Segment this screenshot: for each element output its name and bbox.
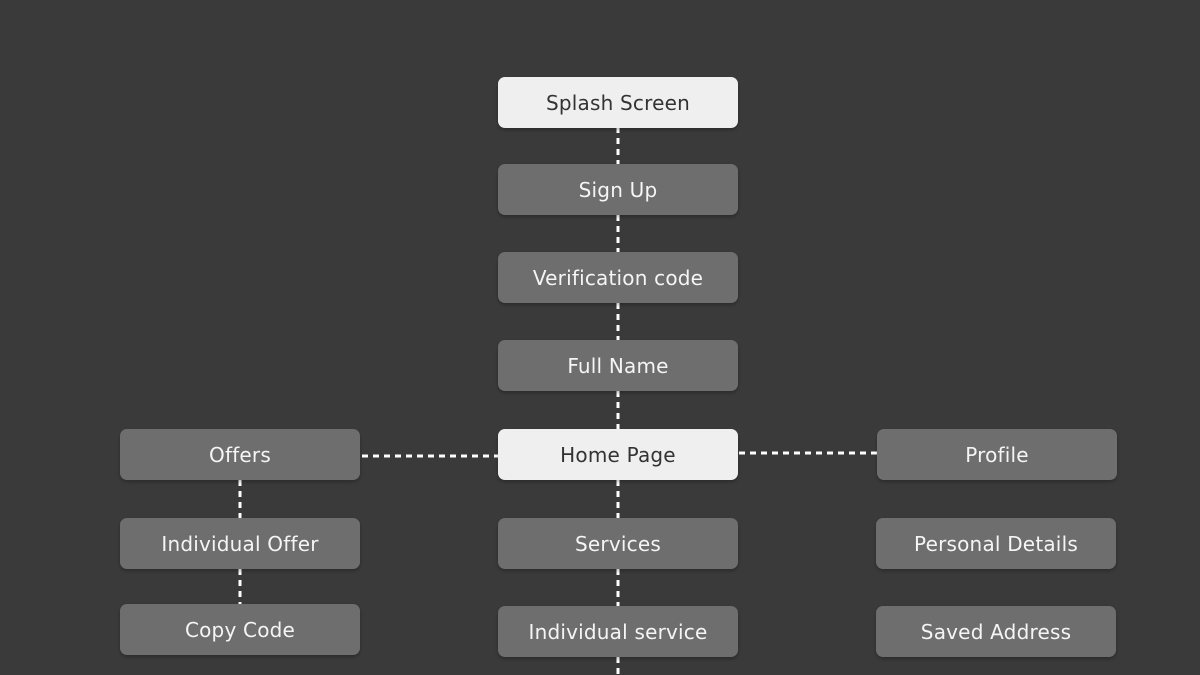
node-individual-service[interactable]: Individual service [498, 606, 738, 657]
node-personal-details[interactable]: Personal Details [876, 518, 1116, 569]
node-label: Verification code [532, 265, 704, 290]
node-label: Splash Screen [545, 90, 691, 115]
node-full-name[interactable]: Full Name [498, 340, 738, 391]
node-label: Home Page [560, 442, 676, 467]
node-verification-code[interactable]: Verification code [498, 252, 738, 303]
node-label: Sign Up [578, 177, 658, 202]
node-profile[interactable]: Profile [877, 429, 1117, 480]
node-label: Personal Details [914, 531, 1078, 556]
node-label: Offers [209, 442, 271, 467]
node-offers[interactable]: Offers [120, 429, 360, 480]
node-saved-address[interactable]: Saved Address [876, 606, 1116, 657]
node-label: Full Name [567, 353, 669, 378]
node-label: Saved Address [920, 619, 1072, 644]
node-services[interactable]: Services [498, 518, 738, 569]
node-label: Profile [965, 442, 1029, 467]
node-label: Individual service [528, 619, 708, 644]
node-home-page[interactable]: Home Page [498, 429, 738, 480]
node-copy-code[interactable]: Copy Code [120, 604, 360, 655]
node-individual-offer[interactable]: Individual Offer [120, 518, 360, 569]
node-sign-up[interactable]: Sign Up [498, 164, 738, 215]
node-label: Individual Offer [161, 531, 319, 556]
node-label: Copy Code [184, 617, 296, 642]
node-label: Services [575, 531, 661, 556]
node-splash-screen[interactable]: Splash Screen [498, 77, 738, 128]
